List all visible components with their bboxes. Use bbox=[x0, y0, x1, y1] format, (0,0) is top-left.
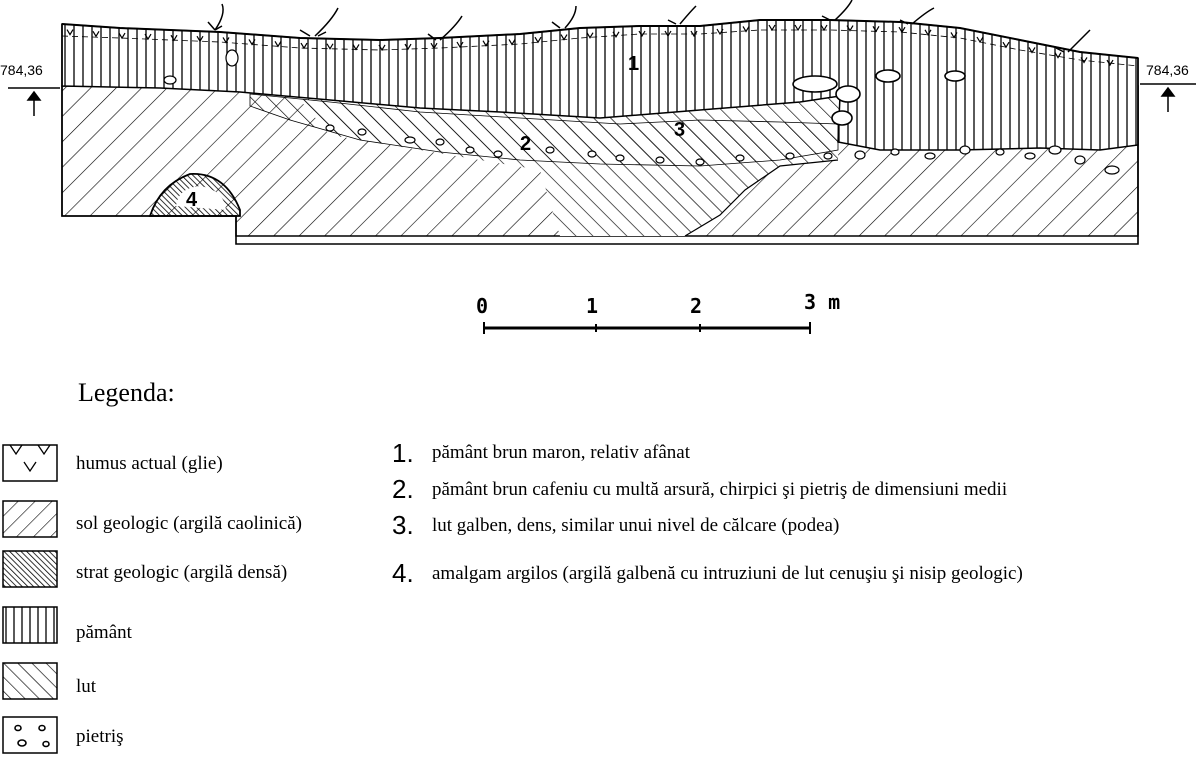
stone-marks bbox=[792, 69, 966, 126]
layer-num-4: 4. bbox=[392, 558, 414, 588]
swatch-strat bbox=[2, 550, 58, 588]
layer-2-band bbox=[249, 93, 839, 167]
swatch-pietris bbox=[2, 716, 58, 754]
swatch-pamant bbox=[2, 606, 58, 644]
scale-bar bbox=[483, 322, 811, 334]
legend-label-sol: sol geologic (argilă caolinică) bbox=[76, 513, 302, 534]
legend-title: Legenda: bbox=[78, 378, 175, 407]
profile-label-1: 1 bbox=[628, 53, 639, 75]
legend-label-pamant: pământ bbox=[76, 622, 132, 643]
scale-tick-3: 3 m bbox=[804, 290, 841, 314]
right-elevation-marker bbox=[1140, 83, 1196, 112]
layer-desc-2: pământ brun cafeniu cu multă arsură, chi… bbox=[432, 479, 1008, 500]
plant-marks bbox=[207, 0, 1091, 53]
legend-label-pietris: pietriş bbox=[76, 726, 124, 747]
humus-lower-edge bbox=[61, 29, 1139, 67]
layer-4-core bbox=[176, 186, 226, 210]
layer-num-1: 1. bbox=[392, 438, 414, 468]
layer-num-3: 3. bbox=[392, 510, 414, 540]
profile-frame bbox=[61, 24, 1139, 245]
humus-ticks bbox=[66, 24, 1114, 67]
layer-num-2: 2. bbox=[392, 474, 414, 504]
swatch-sol bbox=[2, 500, 58, 538]
legend-label-strat: strat geologic (argilă densă) bbox=[76, 562, 288, 583]
left-elevation-marker bbox=[8, 87, 60, 116]
layer-3-boundary bbox=[684, 159, 839, 237]
humus-surface bbox=[61, 19, 1139, 59]
profile-label-3: 3 bbox=[674, 119, 685, 141]
scale-tick-2: 2 bbox=[690, 294, 703, 318]
legend-label-lut: lut bbox=[76, 676, 97, 697]
layer-desc-4: amalgam argilos (argilă galbenă cu intru… bbox=[432, 563, 1023, 584]
profile-label-2: 2 bbox=[520, 133, 531, 155]
swatch-lut bbox=[2, 662, 58, 700]
left-elevation: 784,36 bbox=[0, 62, 43, 78]
right-elevation: 784,36 bbox=[1146, 62, 1189, 78]
scale-tick-1: 1 bbox=[586, 294, 599, 318]
scale-tick-0: 0 bbox=[476, 294, 489, 318]
profile-label-4: 4 bbox=[186, 189, 198, 211]
layer-desc-3: lut galben, dens, similar unui nivel de … bbox=[432, 515, 840, 536]
legend-label-humus: humus actual (glie) bbox=[76, 453, 223, 474]
swatch-humus bbox=[2, 444, 58, 482]
layer-1-pamant-hatch bbox=[62, 20, 1138, 150]
layer-2-inclusions bbox=[163, 49, 1120, 175]
stratigraphic-profile: 1 2 3 4 bbox=[8, 0, 1196, 334]
layer-desc-1: pământ brun maron, relativ afânat bbox=[432, 442, 690, 463]
